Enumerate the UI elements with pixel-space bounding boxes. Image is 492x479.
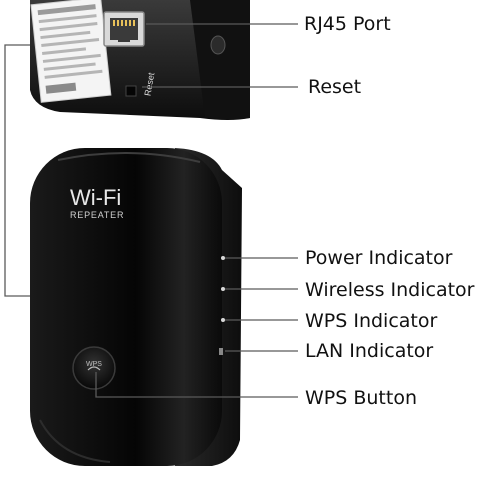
rj45-port	[103, 11, 145, 47]
wps-led	[221, 318, 225, 322]
callout-label-wps-button: WPS Button	[305, 387, 417, 409]
callout-line-bracket	[4, 44, 30, 297]
model-text: REPEATER	[70, 210, 124, 220]
screw-icon	[210, 35, 226, 55]
device-front	[30, 148, 222, 466]
wps-physical-button: WPS	[72, 346, 116, 390]
product-sticker	[30, 0, 112, 103]
wps-button-text: WPS	[86, 361, 102, 368]
reset-port-text: Reset	[142, 71, 156, 96]
brand-text: Wi-Fi	[70, 185, 121, 210]
reset-hole	[125, 85, 137, 97]
callout-label-power: Power Indicator	[305, 247, 453, 269]
callout-lines	[4, 23, 298, 398]
callout-label-wps-led: WPS Indicator	[305, 310, 438, 332]
underside-shadow	[190, 0, 250, 120]
wireless-led	[221, 287, 225, 291]
callout-label-reset: Reset	[308, 76, 362, 98]
callout-label-rj45: RJ45 Port	[304, 13, 391, 35]
callout-line-wps-button	[95, 372, 298, 398]
underside-view: Reset	[30, 0, 250, 120]
callout-label-wireless: Wireless Indicator	[305, 279, 475, 301]
callout-label-lan: LAN Indicator	[305, 340, 434, 362]
power-led	[221, 256, 225, 260]
lan-led	[219, 348, 223, 355]
repeater-device: Wi-Fi REPEATER WPS	[30, 148, 242, 466]
